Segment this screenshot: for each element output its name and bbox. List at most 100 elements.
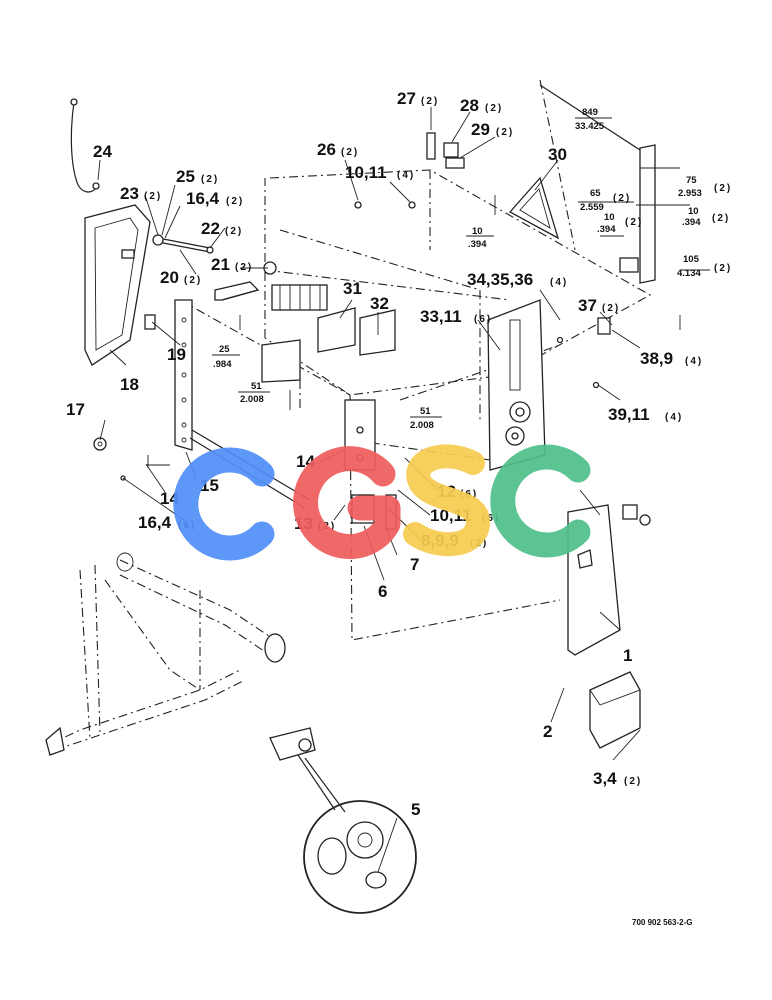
callout-5: 5 [411, 800, 420, 819]
callout-10-11-b: 10,11 (4) [345, 163, 415, 182]
dimension-10-middle: 10 .394 (2) [597, 212, 641, 235]
svg-text:29: 29 [471, 120, 490, 139]
hitch-frame [45, 552, 286, 756]
callout-37: 37(2) [578, 296, 618, 315]
svg-text:(4): (4) [685, 356, 703, 367]
svg-text:(2): (2) [225, 226, 243, 237]
watermark-letter-g [293, 446, 401, 560]
svg-text:51: 51 [251, 381, 262, 392]
callout-18: 18 [120, 375, 139, 394]
callout-7: 7 [410, 555, 419, 574]
dimension-25: 25 .984 [213, 344, 232, 370]
svg-text:27: 27 [397, 89, 416, 108]
callout-29: 29(2) [471, 120, 512, 139]
svg-text:(2): (2) [714, 263, 732, 274]
svg-text:(2): (2) [712, 213, 730, 224]
svg-text:65: 65 [590, 188, 601, 199]
watermark-letter-c1 [173, 447, 275, 561]
callout-34-35-36: 34,35,36 (4) [467, 270, 568, 289]
svg-text:(6): (6) [474, 314, 492, 325]
callout-27: 27 (2) [397, 89, 439, 108]
svg-text:24: 24 [93, 142, 112, 161]
svg-text:7: 7 [410, 555, 419, 574]
svg-text:10: 10 [604, 212, 615, 223]
dimension-849: 849 33.425 [575, 107, 605, 132]
callout-labels: 1 2 3,4(2) 5 6 7 8,9,9(2) 10,11(6) 12(6)… [66, 89, 703, 819]
svg-text:2.008: 2.008 [410, 420, 434, 431]
svg-text:2.559: 2.559 [580, 202, 604, 213]
decal-panels [261, 307, 396, 383]
svg-text:(2): (2) [714, 183, 732, 194]
svg-text:25: 25 [176, 167, 195, 186]
svg-text:39,11: 39,11 [608, 405, 650, 424]
handle-part [214, 281, 260, 301]
svg-text:.984: .984 [213, 359, 232, 370]
callout-25: 25(2) [176, 167, 217, 186]
svg-text:2.008: 2.008 [240, 394, 264, 405]
side-panel [174, 299, 311, 509]
watermark-letter-c2 [490, 444, 591, 558]
svg-text:33,11: 33,11 [420, 307, 462, 326]
svg-text:5: 5 [411, 800, 420, 819]
document-number: 700 902 563-2-G [632, 918, 693, 927]
dimension-75: 75 2.953 (2) [678, 175, 732, 199]
callout-33-11: 33,11 (6) [420, 307, 492, 326]
svg-text:(2): (2) [341, 147, 359, 158]
dimension-51-right: 51 2.008 [410, 406, 434, 431]
callout-1: 1 [623, 646, 632, 665]
svg-text:6: 6 [378, 582, 387, 601]
lower-bracket [589, 671, 641, 749]
svg-text:75: 75 [686, 175, 697, 186]
svg-text:31: 31 [343, 279, 362, 298]
svg-text:(2): (2) [485, 103, 503, 114]
svg-text:18: 18 [120, 375, 139, 394]
shield-part [84, 204, 151, 366]
svg-text:10,11: 10,11 [345, 163, 387, 182]
svg-text:2.953: 2.953 [678, 188, 702, 199]
svg-text:20: 20 [160, 268, 179, 287]
callout-31: 31 [343, 279, 362, 298]
callout-17: 17 [66, 400, 85, 419]
svg-text:(2): (2) [184, 275, 202, 286]
svg-text:37: 37 [578, 296, 597, 315]
callout-23: 23(2) [120, 184, 160, 203]
callout-24: 24 [93, 142, 112, 161]
svg-text:(2): (2) [421, 96, 439, 107]
watermark-logo [173, 444, 591, 561]
svg-text:34,35,36: 34,35,36 [467, 270, 533, 289]
svg-text:16,4: 16,4 [138, 513, 172, 532]
svg-text:1: 1 [623, 646, 632, 665]
svg-text:(4): (4) [550, 277, 568, 288]
svg-text:(2): (2) [235, 262, 253, 273]
svg-text:(4): (4) [397, 170, 415, 181]
svg-text:28: 28 [460, 96, 479, 115]
callout-6: 6 [378, 582, 387, 601]
svg-text:.394: .394 [468, 239, 487, 250]
callout-3-4: 3,4 (2) [593, 769, 642, 788]
svg-text:25: 25 [219, 344, 230, 355]
bracket-hardware [152, 234, 277, 275]
svg-text:30: 30 [548, 145, 567, 164]
callout-26: 26 (2) [317, 140, 359, 159]
callout-22: 22(2) [201, 219, 243, 238]
svg-text:105: 105 [683, 254, 700, 265]
detail-view [269, 727, 417, 914]
dimension-51-left: 51 2.008 [240, 381, 264, 405]
svg-text:23: 23 [120, 184, 139, 203]
dimension-lines [212, 84, 710, 418]
callout-21: 21 (2) [211, 255, 253, 274]
svg-text:(2): (2) [613, 193, 631, 204]
callout-30: 30 [548, 145, 567, 164]
svg-text:26: 26 [317, 140, 336, 159]
watermark-letter-s [403, 444, 491, 557]
decal-stickers [426, 132, 465, 169]
dimension-10-right: 10 .394 (2) [682, 206, 730, 228]
svg-text:21: 21 [211, 255, 230, 274]
svg-text:16,4: 16,4 [186, 189, 220, 208]
svg-text:(2): (2) [226, 196, 244, 207]
callout-32: 32 [370, 294, 389, 313]
svg-text:3,4: 3,4 [593, 769, 617, 788]
svg-text:(2): (2) [624, 776, 642, 787]
callout-16-4-b: 16,4 (2) [186, 189, 244, 208]
